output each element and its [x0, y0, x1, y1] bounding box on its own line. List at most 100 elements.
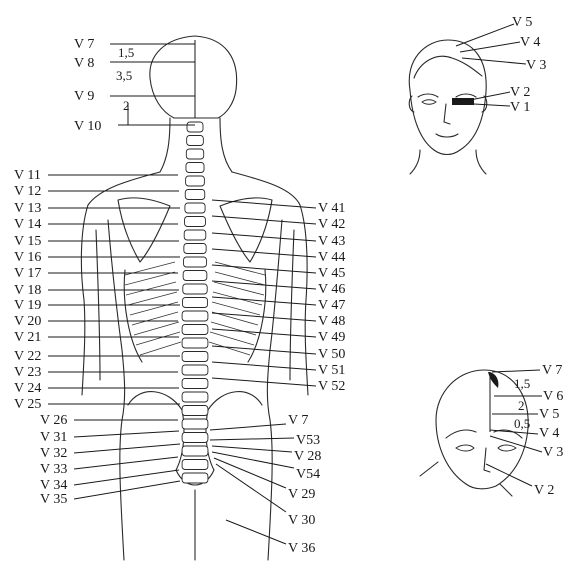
vertebra	[185, 190, 205, 200]
leader-line	[74, 481, 180, 499]
label-back-v15: V 15	[14, 234, 41, 249]
leader-line	[212, 452, 294, 468]
vertebra	[184, 257, 207, 267]
label-back-v34: V 34	[40, 478, 67, 493]
vertebra	[187, 122, 203, 132]
eye-marker	[452, 98, 474, 105]
label-back-v16: V 16	[14, 250, 41, 265]
label-back-v25: V 25	[14, 397, 41, 412]
crown-measure-0-5: 0,5	[514, 416, 530, 431]
leader-line	[212, 378, 316, 386]
label-crown-v6: V 6	[543, 389, 563, 404]
label-face-v3: V 3	[526, 58, 546, 73]
label-back-v51: V 51	[318, 363, 345, 378]
vertebra	[182, 365, 208, 375]
leader-line	[212, 265, 316, 273]
label-back-v23: V 23	[14, 365, 41, 380]
label-back-v8: V 8	[74, 56, 94, 71]
label-face-v2: V 2	[510, 85, 530, 100]
leader-line	[74, 444, 180, 453]
leader-line	[212, 249, 316, 257]
crown-figure	[420, 370, 528, 496]
label-sacral-v54: V54	[296, 467, 320, 482]
label-back-v21: V 21	[14, 330, 41, 345]
vertebra	[182, 338, 208, 348]
vertebra	[182, 406, 208, 416]
measure-1-5: 1,5	[118, 45, 134, 60]
vertebra	[182, 419, 208, 429]
label-back-v43: V 43	[318, 234, 345, 249]
label-back-v20: V 20	[14, 314, 41, 329]
label-sacral-v53: V53	[296, 433, 320, 448]
vertebra	[182, 433, 208, 443]
label-back-v11: V 11	[14, 168, 41, 183]
label-back-v12: V 12	[14, 184, 41, 199]
label-back-v52: V 52	[318, 379, 345, 394]
label-back-v49: V 49	[318, 330, 345, 345]
label-back-v26: V 26	[40, 413, 67, 428]
left-label-group: V 11V 12 V 13V 14 V 15V 16V 17 V 18V 19V 20…	[14, 168, 180, 507]
leader-line	[74, 470, 179, 485]
vertebra	[182, 298, 207, 308]
leader-line	[74, 431, 179, 437]
label-back-v33: V 33	[40, 462, 67, 477]
label-back-v44: V 44	[318, 250, 345, 265]
measure-3-5: 3,5	[116, 68, 132, 83]
leader-line	[212, 297, 316, 305]
leader-line	[212, 446, 292, 452]
face-figure	[409, 40, 487, 174]
leader-line	[74, 457, 178, 469]
leader-line	[212, 329, 316, 337]
label-back-v7: V 7	[74, 37, 94, 52]
label-back-v9: V 9	[74, 89, 94, 104]
vertebra	[182, 460, 208, 470]
label-back-v17: V 17	[14, 266, 41, 281]
leader-line	[210, 438, 294, 440]
label-back-v41: V 41	[318, 201, 345, 216]
label-crown-v7: V 7	[542, 363, 562, 378]
vertebra	[186, 163, 204, 173]
label-back-v48: V 48	[318, 314, 345, 329]
leader-line	[216, 464, 286, 512]
label-back-v18: V 18	[14, 283, 41, 298]
label-back-v13: V 13	[14, 201, 41, 216]
crown-measure-2: 2	[518, 398, 525, 413]
label-back-v14: V 14	[14, 217, 41, 232]
label-sacral-v28: V 28	[294, 449, 321, 464]
vertebra	[182, 473, 208, 483]
label-crown-v4: V 4	[539, 426, 559, 441]
label-crown-v3: V 3	[543, 445, 563, 460]
leader-line	[212, 233, 316, 241]
vertebra	[182, 352, 208, 362]
vertebra	[182, 446, 208, 456]
vertebra	[183, 284, 207, 294]
vertebra	[185, 217, 206, 227]
leader-line	[212, 200, 316, 208]
label-back-v50: V 50	[318, 347, 345, 362]
label-back-v47: V 47	[318, 298, 345, 313]
vertebra	[186, 176, 205, 186]
label-back-v45: V 45	[318, 266, 345, 281]
vertebra	[183, 271, 207, 281]
label-face-v4: V 4	[520, 35, 540, 50]
label-crown-v2: V 2	[534, 483, 554, 498]
label-back-v35: V 35	[40, 492, 67, 507]
vertebra	[182, 392, 208, 402]
label-back-v10: V 10	[74, 119, 101, 134]
label-back-v22: V 22	[14, 349, 41, 364]
vertebra	[185, 203, 205, 213]
vertebra	[182, 325, 208, 335]
label-crown-v5: V 5	[539, 407, 559, 422]
vertebra	[184, 244, 206, 254]
label-face-v5: V 5	[512, 15, 532, 30]
vertebra	[186, 149, 203, 159]
vertebra	[182, 311, 208, 321]
vertebra	[187, 136, 204, 146]
label-back-v24: V 24	[14, 381, 41, 396]
spine	[182, 122, 208, 483]
label-back-v46: V 46	[318, 282, 345, 297]
label-back-v19: V 19	[14, 298, 41, 313]
label-back-v42: V 42	[318, 217, 345, 232]
